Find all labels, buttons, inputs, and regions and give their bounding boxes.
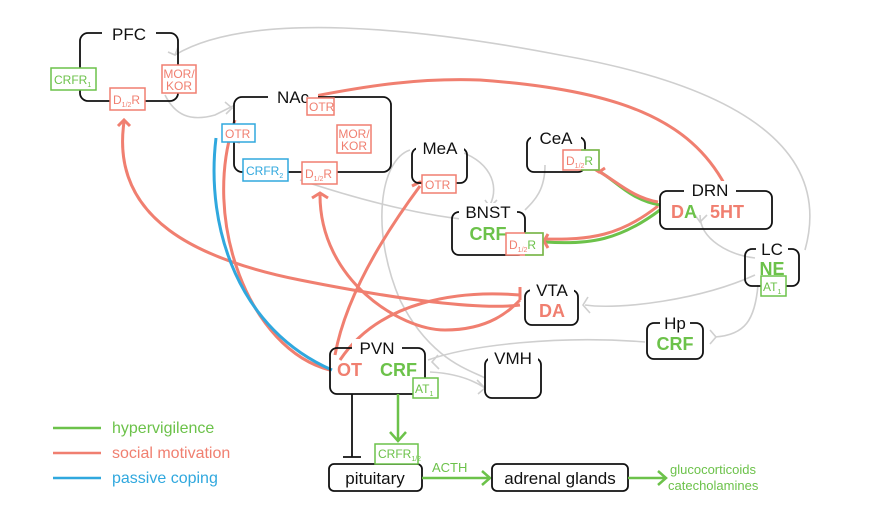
vmh-synapse-mark — [476, 379, 487, 395]
cea-d12r-label: D1/2R — [566, 154, 593, 170]
pfc-morkor-box — [161, 64, 197, 94]
mea-otr-label: OTR — [425, 178, 451, 192]
drn-transmitter-a: A — [684, 202, 697, 222]
receptors: CRFR1 MOR/ KOR D1/2R OTR CRFR2 D1/2R MOR… — [50, 64, 787, 399]
pfc-d12r-label: D1/2R — [113, 93, 140, 109]
pvn-to-nac-otr-connection — [222, 119, 331, 372]
nac-d12r-label: D1/2R — [305, 167, 332, 183]
drn-transmitter-5ht: 5HT — [710, 202, 744, 222]
pituitary-crfr-label: CRFR1/2 — [378, 447, 421, 463]
nac-synapse-mark — [224, 101, 234, 115]
pituitary-crfr-box — [374, 443, 419, 465]
pfc-synapse-mark — [167, 46, 179, 57]
hp-label: Hp — [664, 314, 686, 333]
vta-transmitter: DA — [539, 301, 565, 321]
pvn-to-vmh-connection — [429, 371, 486, 389]
nac-d12r-box — [301, 161, 338, 185]
lc-to-vta-connection — [584, 274, 756, 308]
nac-kor-label: KOR — [341, 139, 367, 153]
lc-transmitter: NE — [759, 259, 784, 279]
pvn-synapse-mark — [430, 354, 440, 370]
legend-label-passive-coping: passive coping — [112, 470, 218, 487]
hp-to-pvn-connection — [427, 338, 646, 361]
pfc-d12r-synapse — [116, 117, 132, 128]
cea-label: CeA — [539, 129, 573, 148]
mea-to-vmh-connection — [381, 149, 486, 379]
pfc-mor-label: MOR/ — [163, 67, 195, 81]
drn-to-nac-otr-connection — [304, 78, 727, 186]
vta-label: VTA — [536, 281, 568, 300]
catecholamines-label: catecholamines — [668, 478, 759, 493]
lc-at1-label: AT1 — [763, 280, 781, 296]
adrenal-glands-label: adrenal glands — [504, 469, 616, 488]
vmh-label: VMH — [494, 349, 532, 368]
legend-label-social-motivation: social motivation — [112, 445, 230, 462]
pvn-at1-label: AT1 — [415, 382, 433, 398]
legend-label-hypervigilence: hypervigilence — [112, 420, 214, 437]
drn-label: DRN — [692, 181, 729, 200]
legend: hypervigilence social motivation passive… — [53, 420, 230, 487]
pfc-d12r-box — [109, 87, 146, 111]
vta-to-nac-d12r-connection — [318, 194, 522, 332]
bnst-label: BNST — [465, 203, 510, 222]
nac-mor-label: MOR/ — [338, 127, 370, 141]
hypervigilence-connections — [542, 166, 661, 249]
nac-morkor-box — [336, 124, 372, 154]
nac-otr-right-label: OTR — [309, 100, 335, 114]
nac-otr-left-box — [221, 123, 256, 143]
pvn-label: PVN — [360, 339, 395, 358]
pvn-transmitter-ot: OT — [337, 360, 362, 380]
pfc-crfr1-box — [50, 67, 97, 91]
passive-coping-connection — [212, 137, 333, 372]
lc-label: LC — [761, 240, 783, 259]
bnst-d12r-label: D1/2R — [509, 238, 536, 254]
hp-transmitter: CRF — [657, 334, 694, 354]
mea-label: MeA — [423, 139, 459, 158]
acth-label: ACTH — [432, 460, 467, 475]
drn-to-cea-salmon — [595, 168, 659, 204]
drn-to-bnst-salmon — [544, 204, 659, 241]
social-motivation-connections — [116, 78, 727, 372]
nac-crfr2-box — [242, 158, 289, 182]
mea-to-bnst-connection — [454, 149, 495, 206]
pvn-transmitter-crf: CRF — [380, 360, 417, 380]
hpa-axis: pituitary CRFR1/2 ACTH adrenal glands gl… — [328, 394, 759, 493]
pfc-label: PFC — [112, 25, 146, 44]
drn-synapse-mark — [694, 214, 708, 224]
mea-otr-box — [421, 174, 457, 194]
vta-synapse-mark — [582, 296, 591, 314]
glucocorticoids-label: glucocorticoids — [670, 462, 756, 477]
pvn-at1-box — [412, 377, 439, 399]
nac-crfr2-label: CRFR2 — [246, 164, 283, 180]
pvn-to-mea-otr-connection — [333, 185, 422, 356]
vta-to-pfc-connection — [121, 121, 521, 308]
lc-at1-box — [760, 275, 787, 297]
pfc-kor-label: KOR — [166, 79, 192, 93]
cea-to-bnst-connection — [524, 164, 546, 211]
drn-transmitter-d: D — [671, 202, 684, 222]
nac-label: NAc — [277, 88, 310, 107]
pituitary-label: pituitary — [345, 469, 405, 488]
drn-to-bnst-green — [544, 208, 661, 245]
pfc-crfr1-label: CRFR1 — [54, 73, 91, 89]
nac-otr-right-box — [306, 97, 335, 116]
lc-to-pfc-connection — [174, 26, 811, 251]
nac-d12r-synapse — [311, 191, 329, 200]
nac-otr-left-label: OTR — [225, 127, 251, 141]
label-backgrounds — [102, 25, 788, 367]
hp-synapse-mark — [709, 329, 718, 345]
neutral-connections — [164, 26, 811, 395]
bnst-synapse — [542, 233, 550, 249]
lc-to-hp-connection — [714, 284, 759, 338]
bnst-transmitter: CRF — [470, 224, 507, 244]
